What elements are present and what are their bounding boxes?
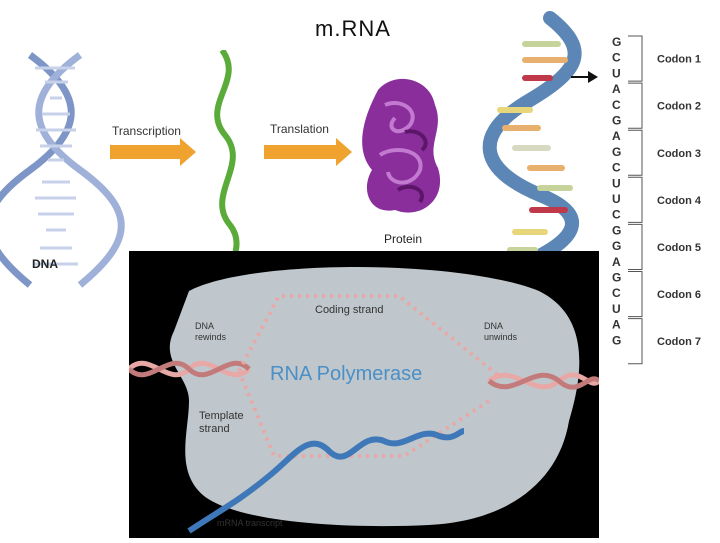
coding-strand-line: [237, 294, 501, 378]
base-letter: U: [612, 192, 621, 206]
central-dogma-svg: DNA Transcription Translation Protein: [0, 48, 441, 292]
base-letter: A: [612, 129, 621, 143]
codon-bracket: [628, 35, 643, 82]
base-letter: G: [612, 114, 621, 128]
codon-label: Codon 3: [657, 148, 701, 160]
base-letter: C: [612, 98, 621, 112]
codon-bracket: [628, 176, 643, 223]
codon-bracket: [628, 82, 643, 129]
codon-label: Codon 7: [657, 336, 701, 348]
base-letter: A: [612, 318, 621, 332]
codon-label: Codon 1: [657, 54, 701, 66]
translation-label: Translation: [270, 122, 329, 136]
codon-bracket: [628, 129, 643, 176]
arrow-right-icon: [571, 71, 598, 83]
template-strand-line: [237, 370, 491, 458]
base-letter: G: [612, 145, 621, 159]
base-letter: G: [612, 271, 621, 285]
enzyme-label: RNA Polymerase: [270, 363, 422, 385]
codon-label: Codon 2: [657, 101, 701, 113]
codon-label: Codon 5: [657, 242, 701, 254]
dna-helix-icon: [0, 52, 125, 288]
transcription-arrow-icon: [110, 138, 196, 166]
codon-bracket: [628, 271, 643, 318]
base-letter: G: [612, 35, 621, 49]
base-letter: G: [612, 333, 621, 347]
polymerase-body: [169, 267, 580, 527]
transcription-label: Transcription: [112, 124, 181, 138]
protein-label: Protein: [384, 232, 422, 246]
base-letter: C: [612, 286, 621, 300]
dna-helix-left-icon: [127, 360, 251, 378]
codon-label: Codon 6: [657, 289, 701, 301]
base-letter: G: [612, 239, 621, 253]
central-dogma-diagram: DNA Transcription Translation Protein: [0, 48, 442, 292]
base-letter: U: [612, 66, 621, 80]
mrna-transcript-label: mRNA transcript: [217, 518, 283, 528]
base-letter: C: [612, 51, 621, 65]
mrna-transcript-line: [187, 428, 465, 534]
dna-label: DNA: [32, 257, 58, 271]
codon-bracket: [628, 223, 643, 270]
dna-helix-right-icon: [487, 372, 601, 390]
codon-brackets: Codon 1 Codon 2 Codon 3 Codon 4 Codon 5 Codon…: [628, 35, 702, 365]
protein-structure-icon: [362, 78, 441, 213]
base-letter: U: [612, 302, 621, 316]
base-letter: G: [612, 223, 621, 237]
codon-bracket: [628, 318, 643, 365]
page-title: m.RNA: [315, 16, 391, 41]
codon-label: Codon 4: [657, 195, 702, 207]
base-letter: C: [612, 161, 621, 175]
base-letter: A: [612, 82, 621, 96]
mrna-helix-icon: [482, 11, 582, 272]
coding-strand-label: Coding strand: [315, 304, 384, 316]
translation-arrow-icon: [264, 138, 352, 166]
base-letter: U: [612, 176, 621, 190]
base-letter: C: [612, 208, 621, 222]
base-letter: A: [612, 255, 621, 269]
